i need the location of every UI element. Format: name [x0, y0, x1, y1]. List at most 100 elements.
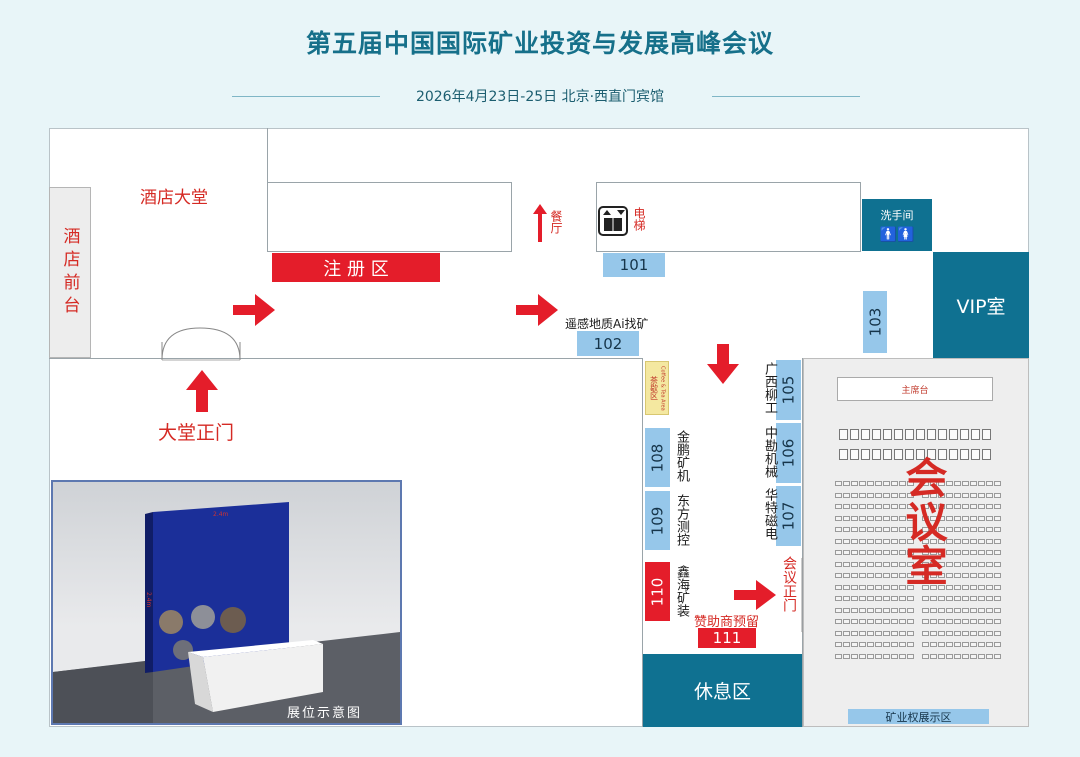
seat [883, 653, 890, 659]
seat [994, 630, 1001, 636]
seat [930, 653, 937, 659]
seat [883, 596, 890, 601]
seat [962, 607, 969, 613]
seat [875, 584, 882, 590]
seat [907, 492, 914, 498]
seat [978, 515, 985, 521]
seat [930, 642, 937, 647]
seat [835, 619, 842, 624]
seat [922, 561, 929, 567]
chair [916, 429, 925, 440]
chair [949, 429, 958, 440]
seat [922, 630, 929, 636]
vip-room: VIP室 [933, 252, 1029, 358]
seat [986, 492, 993, 498]
booth-106-number: 106 [779, 438, 798, 468]
room-block-right [596, 182, 861, 252]
seat [954, 538, 961, 544]
seat [867, 481, 874, 486]
seat [843, 504, 850, 509]
seat [875, 642, 882, 647]
seat [867, 550, 874, 555]
booth-109-number: 109 [648, 506, 667, 535]
seat [875, 573, 882, 578]
seat [994, 653, 1001, 659]
seat [835, 653, 842, 659]
seat [954, 527, 961, 532]
chair [883, 449, 892, 460]
seat [883, 504, 890, 509]
seat [994, 550, 1001, 555]
chair [982, 449, 991, 460]
seat [954, 642, 961, 647]
seat [994, 584, 1001, 590]
wall-segment [802, 358, 803, 727]
chair [872, 429, 881, 440]
seat [859, 584, 866, 590]
seat [891, 481, 898, 486]
seat [859, 642, 866, 647]
registration-area: 注 册 区 [272, 253, 440, 282]
seat [867, 630, 874, 636]
booth-102-exhibitor: 遥感地质Ai找矿 [565, 317, 649, 331]
seat [835, 596, 842, 601]
seat [891, 642, 898, 647]
elevator-icon [598, 206, 628, 236]
seat [859, 481, 866, 486]
seat [851, 573, 858, 578]
seat [986, 527, 993, 532]
booth-101: 101 [603, 253, 665, 277]
booth-107-number: 107 [779, 501, 798, 531]
booth-108: 108 [645, 428, 670, 487]
seat [986, 653, 993, 659]
seat [994, 573, 1001, 578]
seat [962, 573, 969, 578]
restaurant-label: 餐厅 [549, 210, 563, 234]
seat [986, 642, 993, 647]
seat [954, 596, 961, 601]
seat [875, 492, 882, 498]
seat [986, 481, 993, 486]
seat [938, 630, 945, 636]
seat [946, 527, 953, 532]
seat [930, 561, 937, 567]
seat [851, 607, 858, 613]
seat [986, 584, 993, 590]
seat [962, 515, 969, 521]
seat [962, 630, 969, 636]
arrow-right-icon [734, 580, 776, 610]
seat [835, 481, 842, 486]
lounge: 休息区 [643, 654, 802, 727]
seat [946, 504, 953, 509]
seat [899, 515, 906, 521]
seat [970, 504, 977, 509]
seat [891, 619, 898, 624]
booth-107: 107 [776, 486, 801, 546]
booth-105-number: 105 [779, 375, 798, 405]
chair [927, 429, 936, 440]
seat [843, 630, 850, 636]
arrow-right-icon [516, 294, 558, 326]
seat [867, 607, 874, 613]
seat [907, 619, 914, 624]
seat [875, 653, 882, 659]
seat [875, 550, 882, 555]
page-title: 第五届中国国际矿业投资与发展高峰会议 [305, 29, 774, 58]
seat [970, 550, 977, 555]
seat [843, 607, 850, 613]
seat [875, 561, 882, 567]
wall-segment [267, 128, 268, 182]
booth-106-exhibitor: 中勘机械 [762, 426, 777, 478]
seat [859, 492, 866, 498]
booth-preview-caption: 展位示意图 [287, 706, 363, 721]
seat [891, 527, 898, 532]
seat [986, 561, 993, 567]
booth-103: 103 [863, 291, 887, 353]
seat [851, 584, 858, 590]
seat [875, 619, 882, 624]
seat [891, 630, 898, 636]
seat [891, 538, 898, 544]
booth-height-dimension: 2.4m [145, 592, 152, 608]
chair [949, 449, 958, 460]
